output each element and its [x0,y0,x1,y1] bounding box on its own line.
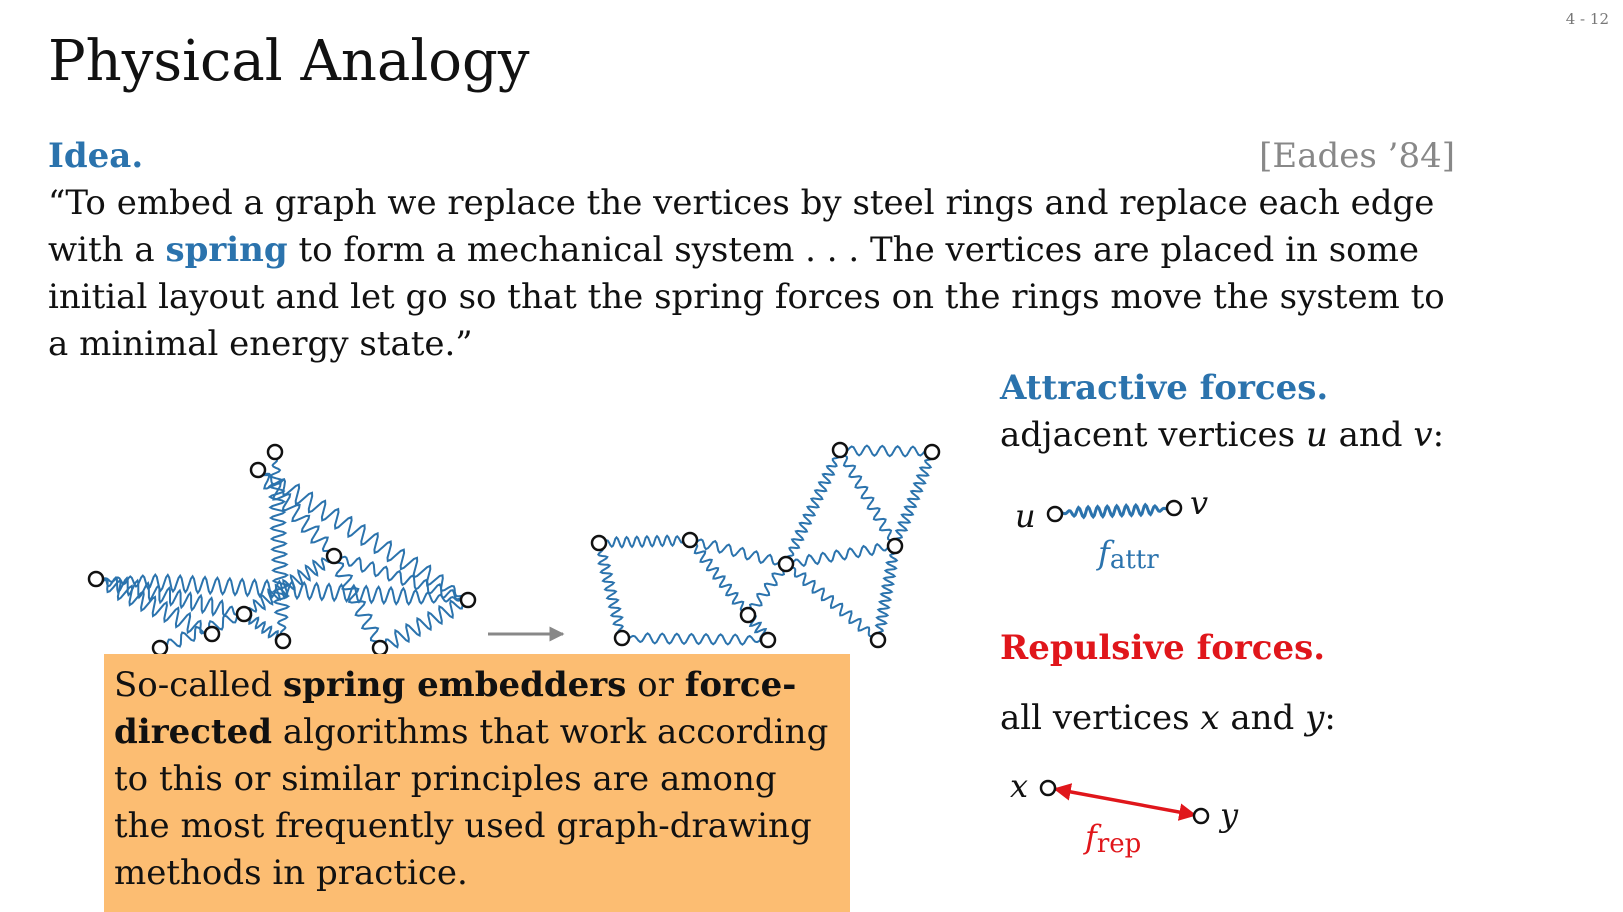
spring-edge [95,578,213,635]
idea-label: Idea. [48,136,144,176]
attractive-spring [1061,502,1168,520]
spring-edge [747,563,787,616]
spring-edge [1061,502,1168,520]
vertex-v [1165,499,1183,517]
graph-vertex [325,547,343,565]
summary-text-2: or [626,665,685,705]
attractive-forces-heading: Attractive forces. [1000,368,1329,408]
graph-vertex [274,632,292,650]
repulsive-forces-description: all vertices x and y: [1000,698,1336,738]
label-f-rep: frep [1083,818,1141,859]
graph-vertex [151,639,169,657]
spring-edge [839,444,933,458]
graph-vertex [739,606,757,624]
summary-text-1: So-called [114,665,284,705]
repulsive-forces-heading: Repulsive forces. [1000,628,1326,668]
quote-text-1: “To embed a graph we replace the vertice… [48,183,1435,270]
spring-edge [894,451,933,547]
spring-edge [785,563,879,641]
attr-desc-prefix: adjacent vertices [1000,415,1306,455]
rep-var-x: x [1200,698,1220,738]
rep-desc-prefix: all vertices [1000,698,1201,738]
label-x: x [1010,767,1028,805]
attr-var-v: v [1413,415,1433,455]
graph-vertex [777,555,795,573]
label-y: y [1218,796,1239,834]
attr-desc-suffix: : [1432,415,1445,455]
spring-edge [257,469,335,557]
citation: [Eades ’84] [1259,136,1455,176]
quote-text-2: to form a mechanical system . . . The ve… [48,230,1445,364]
spring-edge [598,534,691,549]
spring-edge [95,575,245,618]
graph-vertex [459,591,477,609]
rep-desc-suffix: : [1324,698,1336,738]
graph-vertex [886,537,904,555]
spring-edge [596,543,625,638]
vertex-y [1192,807,1210,825]
graph-vertex [371,639,389,657]
graph-vertex [869,631,887,649]
spring-edge [689,539,749,616]
spring-edge [333,555,469,601]
graph-vertex [266,443,284,461]
relaxed-layout-springs [596,444,933,646]
spring-edge [333,555,381,649]
initial-layout-springs [95,451,469,650]
quote-spring-term: spring [165,230,288,270]
graph-vertex [613,629,631,647]
page-title: Physical Analogy [48,29,530,94]
summary-box: So-called spring embedders or force-dire… [104,654,850,912]
attr-var-u: u [1305,415,1328,455]
graph-vertex [759,631,777,649]
summary-bold-spring-embedders: spring embedders [283,665,627,705]
spring-edge [839,449,896,547]
spring-edge [257,469,469,601]
label-v: v [1190,484,1208,522]
graph-vertices [87,441,941,657]
attractive-forces-description: adjacent vertices u and v: [1000,415,1444,455]
graph-vertex [87,570,105,588]
label-f-attr: fattr [1096,534,1159,575]
vertex-x [1039,779,1057,797]
spring-edge [621,632,769,646]
summary-text-3: algorithms that work according to this o… [114,712,829,893]
f-attr-subscript: attr [1110,545,1159,575]
summary-bold-force-directed: force-directed [114,665,797,752]
quote-paragraph: “To embed a graph we replace the vertice… [48,180,1468,368]
spring-edge [689,538,787,566]
spring-edge [159,612,245,650]
graph-vertex [590,534,608,552]
graph-vertex [235,605,253,623]
spring-edge [379,599,469,649]
graph-vertex [203,625,221,643]
rep-desc-conj: and [1219,698,1306,738]
slide-number: 4 - 12 [1565,10,1609,28]
repulsive-force-arrow [1053,783,1197,821]
spring-edge [874,545,899,641]
vertex-u [1046,505,1064,523]
attr-desc-conj: and [1327,415,1414,455]
graph-vertex [249,461,267,479]
spring-edge [243,555,335,615]
graph-vertex [681,531,699,549]
spring-edge [785,449,841,565]
f-rep-subscript: rep [1097,829,1141,859]
label-u: u [1015,497,1036,535]
rep-var-y: y [1305,698,1325,738]
graph-vertex [923,443,941,461]
graph-vertex [831,441,849,459]
spring-edge [786,542,895,568]
